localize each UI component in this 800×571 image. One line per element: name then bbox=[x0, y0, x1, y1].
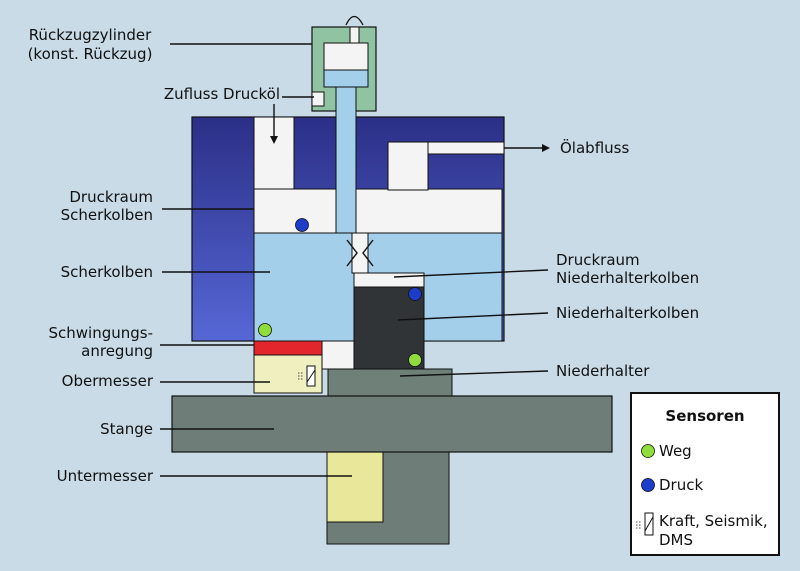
oil-outlet-channel bbox=[427, 141, 505, 155]
label-untermesser: Untermesser bbox=[57, 467, 154, 485]
piston-gap bbox=[321, 340, 355, 370]
weg-sensor-dot bbox=[258, 323, 272, 337]
label-obermesser: Obermesser bbox=[62, 372, 154, 390]
leader-niederhalterkolben bbox=[397, 312, 549, 321]
druck-sensor-dot bbox=[408, 287, 422, 301]
piston-slot bbox=[351, 232, 369, 274]
label-druckraum-scherkolben-2: Scherkolben bbox=[61, 206, 153, 224]
force-sensor-icon bbox=[298, 365, 316, 387]
label-druckraum-scherkolben-1: Druckraum bbox=[69, 188, 153, 206]
label-niederhalterkolben: Niederhalterkolben bbox=[556, 304, 699, 322]
zufluss-port bbox=[311, 91, 325, 107]
niederhalter-block bbox=[327, 368, 453, 397]
blue-dot-icon bbox=[641, 478, 655, 492]
piston-rod bbox=[335, 86, 357, 234]
legend-druck: Druck bbox=[659, 476, 703, 494]
untermesser-block bbox=[326, 451, 384, 523]
zufluss-arrow-head bbox=[270, 136, 278, 144]
rueckzugzylinder-piston bbox=[323, 69, 369, 88]
druckraum-scherkolben-chamber bbox=[253, 188, 503, 234]
vent-arc-icon bbox=[345, 15, 364, 26]
label-rueckzugzylinder-2: (konst. Rückzug) bbox=[28, 45, 153, 63]
label-druckraum-niederhalter-1: Druckraum bbox=[556, 251, 640, 269]
label-schwingungsanregung-2: anregung bbox=[81, 342, 153, 360]
label-scherkolben: Scherkolben bbox=[61, 263, 153, 281]
oil-outlet-block bbox=[387, 141, 429, 191]
druck-sensor-dot bbox=[295, 218, 309, 232]
stange-bar bbox=[171, 395, 613, 453]
label-niederhalter: Niederhalter bbox=[556, 362, 650, 380]
label-zufluss: Zufluss Drucköl bbox=[164, 85, 280, 103]
legend-kraft-1: Kraft, Seismik, bbox=[659, 512, 768, 530]
leader-niederhalter bbox=[399, 370, 549, 377]
force-sensor-icon bbox=[636, 512, 654, 536]
label-druckraum-niederhalter-2: Niederhalterkolben bbox=[556, 269, 699, 287]
legend-title: Sensoren bbox=[665, 407, 744, 425]
legend-box bbox=[630, 392, 780, 556]
label-stange: Stange bbox=[100, 420, 153, 438]
druckraum-niederhalterkolben-chamber bbox=[353, 272, 425, 288]
oelabfluss-arrow-head bbox=[542, 144, 550, 152]
label-oelabfluss: Ölabfluss bbox=[560, 138, 629, 157]
green-dot-icon bbox=[641, 444, 655, 458]
label-schwingungsanregung-1: Schwingungs- bbox=[48, 324, 153, 342]
shear-mark bbox=[346, 239, 374, 267]
label-rueckzugzylinder-1: Rückzugzylinder bbox=[29, 26, 152, 44]
legend-kraft-2: DMS bbox=[659, 531, 693, 549]
weg-sensor-dot bbox=[408, 353, 422, 367]
sensor-legend: Sensoren Weg Druck Kraft, Seismik, DMS bbox=[630, 392, 780, 556]
rueckzugzylinder-port bbox=[349, 26, 360, 44]
legend-weg: Weg bbox=[659, 442, 692, 460]
leader-druckraum-niederhalter bbox=[393, 269, 549, 278]
schwingungsanregung-bar bbox=[253, 340, 323, 356]
